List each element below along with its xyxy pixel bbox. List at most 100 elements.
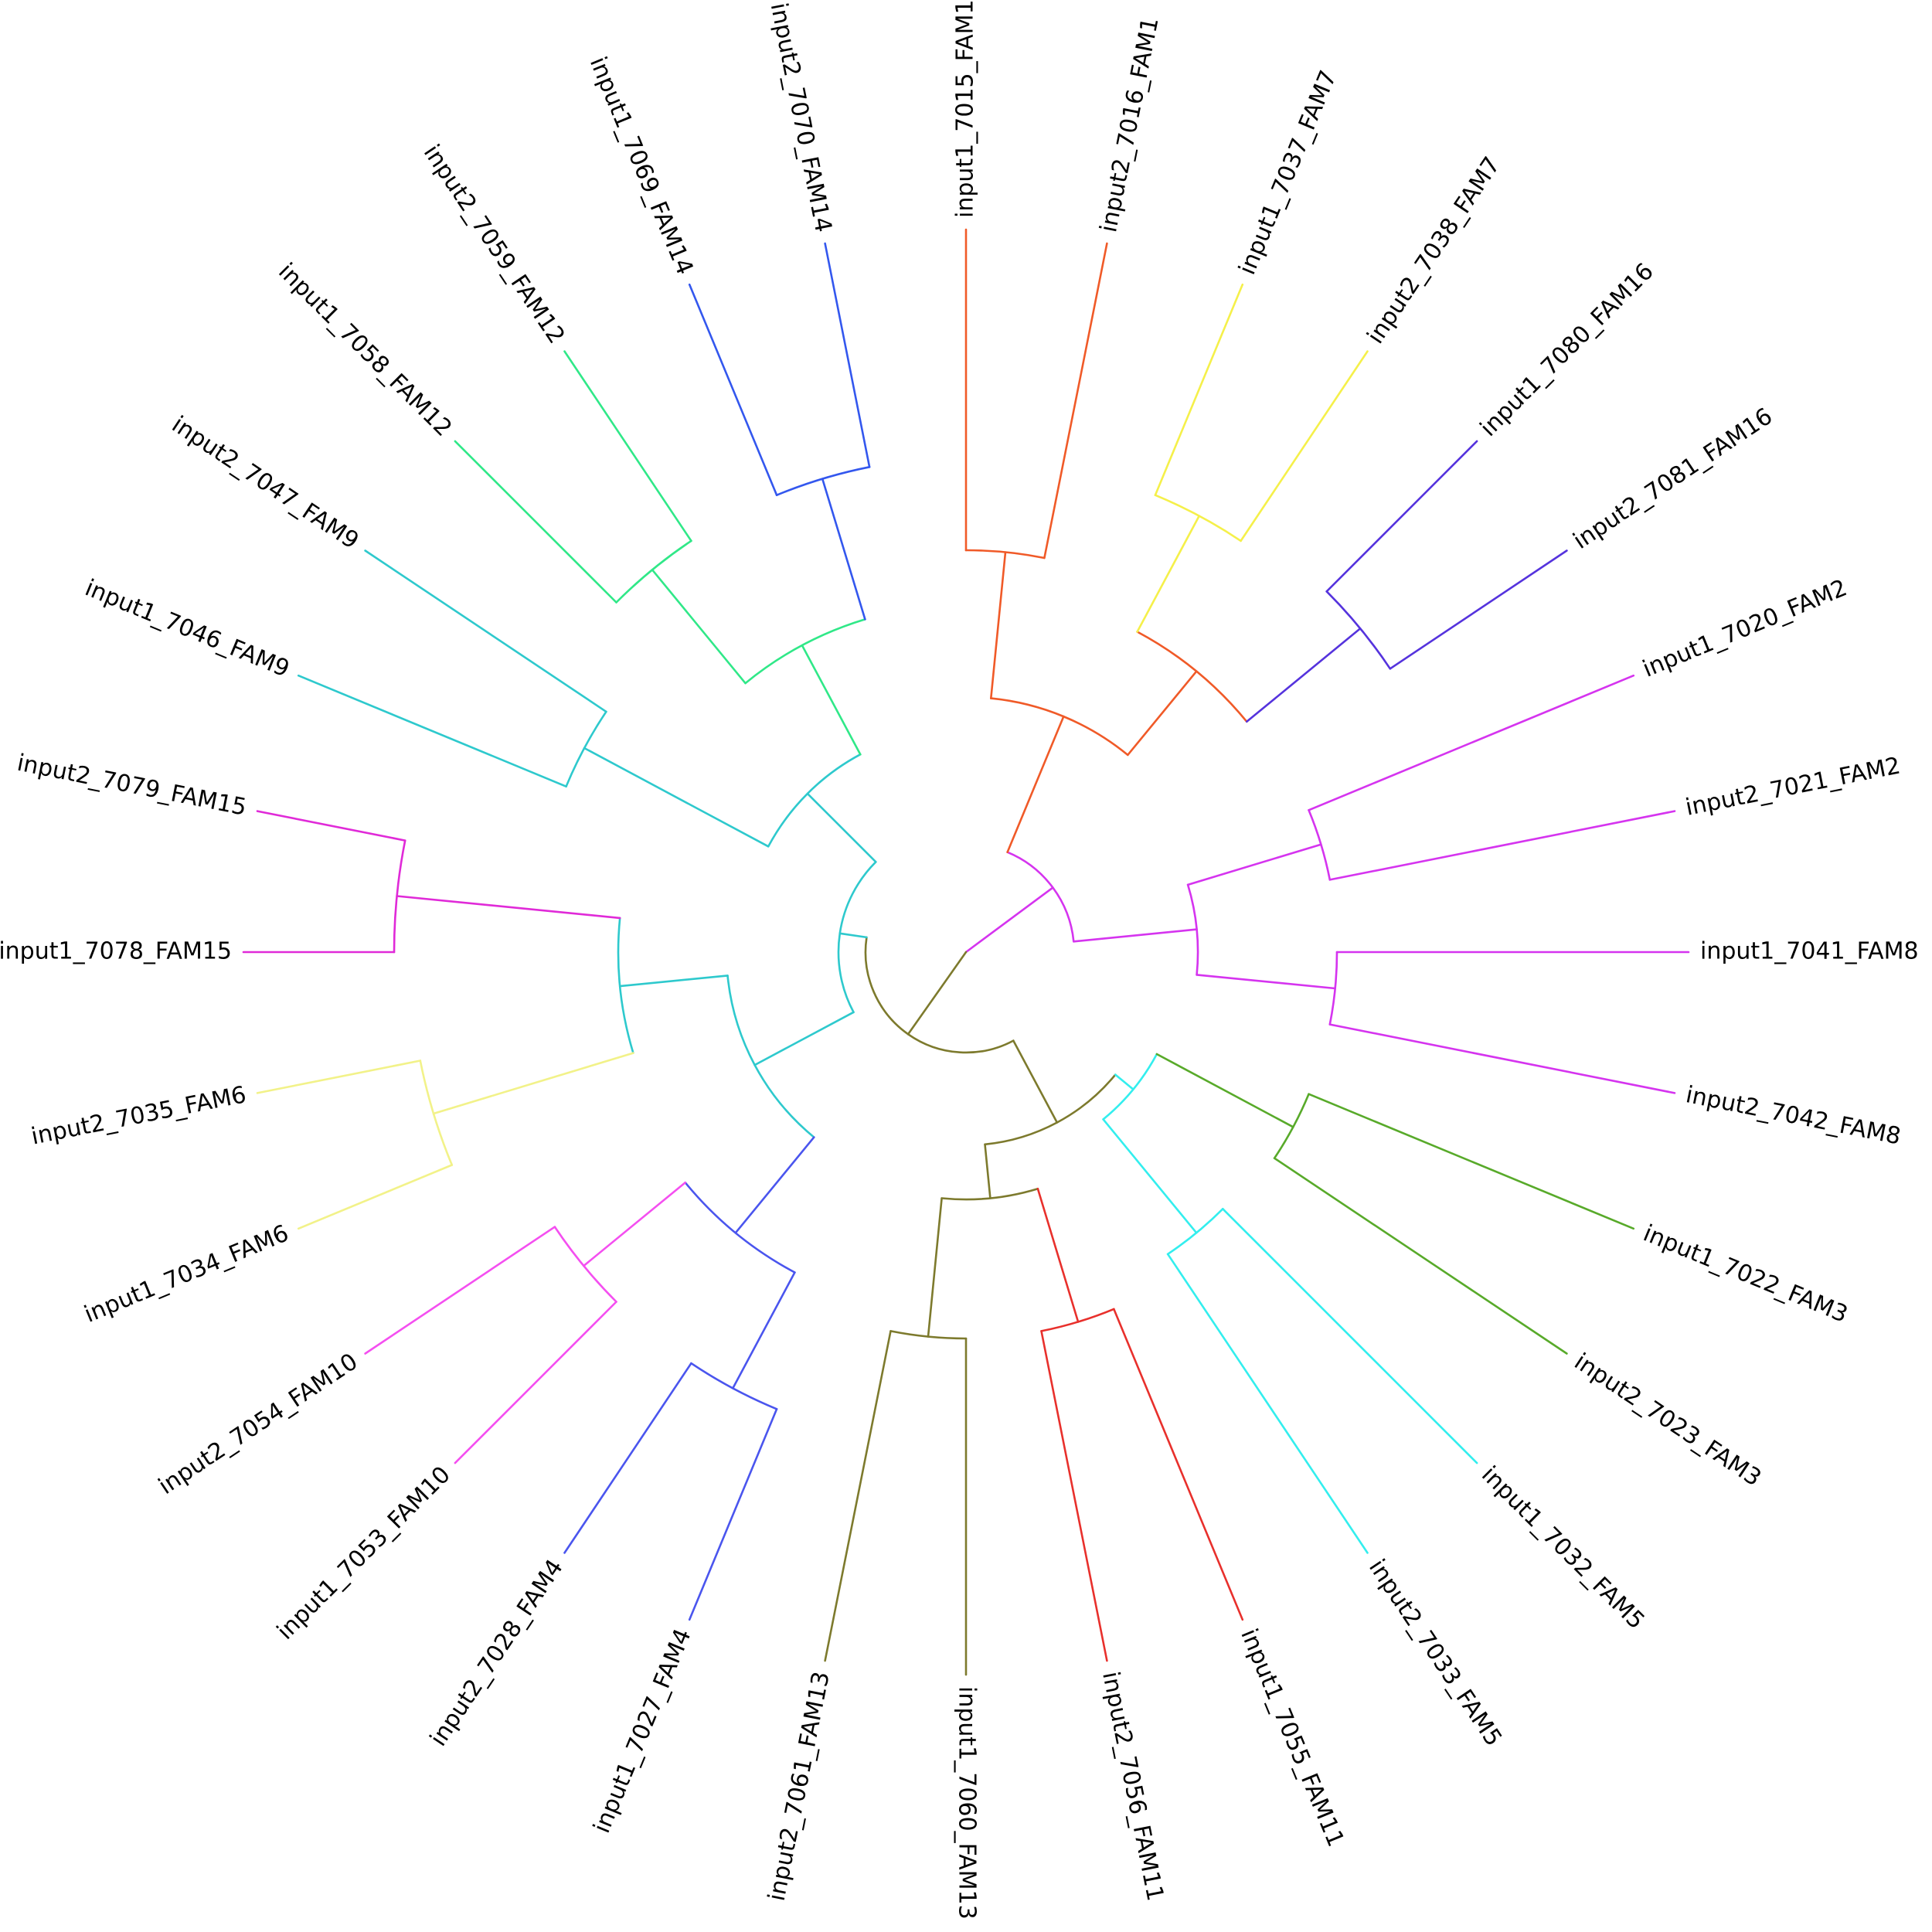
leaf-3-branch bbox=[1240, 350, 1369, 543]
n-fam12-14-arc bbox=[744, 618, 866, 685]
n-fam7-branch bbox=[1136, 515, 1200, 633]
n-upper-arc bbox=[1006, 851, 1075, 943]
leaf-label: input2_7079_FAM15 bbox=[15, 750, 249, 821]
n-left-branch bbox=[838, 932, 868, 939]
n-fam2-arc bbox=[1308, 809, 1332, 881]
leaf-label: input1_7020_FAM2 bbox=[1639, 574, 1851, 682]
leaf-27-branch bbox=[364, 549, 607, 713]
leaf-4-branch bbox=[1325, 440, 1478, 593]
n-fam2-8-arc bbox=[1186, 883, 1199, 976]
n-upper-branch bbox=[964, 886, 1054, 954]
leaf-26-branch bbox=[297, 674, 567, 787]
leaf-17-branch bbox=[824, 1330, 892, 1662]
leaf-21-branch bbox=[364, 1226, 556, 1355]
n-fam10-arc bbox=[553, 1226, 617, 1303]
leaf-23-branch bbox=[256, 1060, 422, 1094]
n-fam4-branch bbox=[732, 1271, 796, 1389]
leaf-label: input2_7081_FAM16 bbox=[1569, 403, 1777, 555]
leaf-31-branch bbox=[824, 242, 871, 468]
n-left-b-arc bbox=[767, 753, 862, 848]
tree-branches bbox=[242, 228, 1690, 1676]
n-fam3-5-arc bbox=[1102, 1053, 1158, 1121]
leaf-15-branch bbox=[1040, 1330, 1108, 1662]
n-left-arc bbox=[837, 861, 877, 1014]
n-left-b-branch bbox=[806, 792, 877, 863]
n-fam15-branch bbox=[396, 895, 621, 920]
leaf-label: input1_7022_FAM3 bbox=[1639, 1219, 1851, 1328]
n-left-a-arc bbox=[726, 975, 815, 1138]
leaf-label: input2_7028_FAM4 bbox=[425, 1555, 569, 1751]
n-fam4-10-arc bbox=[684, 1181, 796, 1274]
n-fam4-arc bbox=[690, 1362, 778, 1410]
leaf-label: input2_7059_FAM12 bbox=[418, 140, 570, 349]
n-fam8-branch bbox=[1196, 974, 1336, 990]
leaf-25-branch bbox=[256, 810, 406, 842]
n-fam7-16-arc bbox=[1136, 631, 1248, 723]
leaf-label: input2_7035_FAM6 bbox=[29, 1081, 249, 1150]
leaf-14-branch bbox=[1113, 1308, 1244, 1621]
n-fam7-arc bbox=[1154, 494, 1242, 543]
n-lower-arc bbox=[864, 936, 1015, 1054]
leaf-label: input1_7078_FAM15 bbox=[0, 938, 232, 965]
leaf-label: input2_7061_FAM13 bbox=[764, 1669, 835, 1903]
n-fam16-arc bbox=[1325, 590, 1392, 670]
n-fam11-13-branch bbox=[984, 1143, 992, 1199]
n-fam3-5-branch bbox=[1114, 1073, 1134, 1090]
n-fam12-arc bbox=[615, 539, 692, 604]
leaf-label: input2_7054_FAM10 bbox=[154, 1348, 362, 1500]
leaf-7-branch bbox=[1328, 810, 1676, 881]
n-right-bottom-branch bbox=[1012, 1039, 1059, 1124]
n-fam3-arc bbox=[1273, 1093, 1310, 1159]
n-left-a-branch bbox=[753, 1011, 855, 1066]
leaf-5-branch bbox=[1389, 549, 1568, 670]
n-right-bottom-arc bbox=[984, 1073, 1117, 1146]
leaf-label: input1_7037_FAM7 bbox=[1233, 66, 1342, 278]
leaf-label: input1_7046_FAM9 bbox=[81, 574, 293, 682]
leaf-label: input2_7033_FAM5 bbox=[1363, 1555, 1507, 1751]
n-fam7-16-branch bbox=[1127, 670, 1198, 757]
n-fam5-branch bbox=[1102, 1118, 1198, 1234]
leaf-12-branch bbox=[1222, 1208, 1478, 1464]
n-fam2-branch bbox=[1186, 843, 1322, 886]
n-fam6-15-branch bbox=[618, 975, 729, 988]
n-fam6-branch bbox=[432, 1052, 634, 1115]
n-fam11-13-arc bbox=[940, 1187, 1039, 1201]
n-fam11-arc bbox=[1040, 1308, 1115, 1332]
n-fam9-branch bbox=[583, 747, 770, 848]
n-fam13-branch bbox=[927, 1197, 943, 1338]
n-fam15-arc bbox=[393, 839, 406, 954]
n-fam1-branch bbox=[990, 551, 1007, 699]
n-fam1-7-16-branch bbox=[1006, 715, 1065, 853]
n-fam3-branch bbox=[1155, 1053, 1294, 1128]
leaf-label: input2_7047_FAM9 bbox=[167, 411, 363, 555]
leaf-label: input1_7060_FAM13 bbox=[954, 1686, 981, 1920]
leaf-29-branch bbox=[563, 350, 692, 543]
leaf-19-branch bbox=[563, 1362, 692, 1554]
leaf-label: input1_7069_FAM14 bbox=[584, 53, 699, 278]
leaf-18-branch bbox=[688, 1408, 778, 1621]
leaf-label: input2_7016_FAM1 bbox=[1095, 15, 1164, 235]
leaf-label: input1_7015_FAM1 bbox=[952, 0, 979, 218]
leaf-9-branch bbox=[1328, 1023, 1676, 1094]
leaf-label: input1_7032_FAM5 bbox=[1476, 1461, 1650, 1635]
n-lower-branch bbox=[906, 951, 968, 1036]
leaf-20-branch bbox=[454, 1301, 617, 1464]
n-fam8-arc bbox=[1328, 951, 1338, 1026]
n-fam11-branch bbox=[1036, 1187, 1080, 1323]
leaf-label: input2_7023_FAM3 bbox=[1570, 1348, 1766, 1492]
leaf-6-branch bbox=[1308, 674, 1635, 811]
leaf-label: input1_7041_FAM8 bbox=[1700, 938, 1919, 965]
leaf-label: input2_7056_FAM11 bbox=[1097, 1669, 1168, 1903]
n-fam12-14-branch bbox=[801, 644, 862, 756]
leaf-label: input1_7034_FAM6 bbox=[80, 1219, 292, 1328]
n-fam5-arc bbox=[1166, 1208, 1224, 1256]
leaf-13-branch bbox=[1166, 1253, 1369, 1554]
n-fam10-branch bbox=[583, 1181, 686, 1267]
n-fam1-arc bbox=[964, 549, 1046, 560]
leaf-label: input2_7070_FAM14 bbox=[765, 1, 837, 235]
n-fam14-arc bbox=[775, 466, 871, 496]
n-fam13-arc bbox=[889, 1330, 968, 1340]
leaf-28-branch bbox=[454, 440, 617, 604]
